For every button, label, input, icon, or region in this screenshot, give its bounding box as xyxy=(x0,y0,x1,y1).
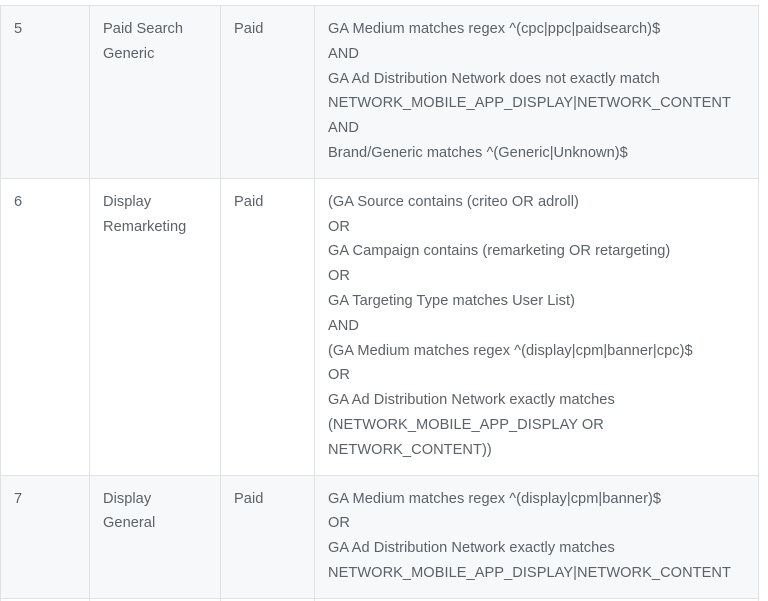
rule-line: GA Medium matches regex ^(display|cpm|ba… xyxy=(328,490,662,507)
rule-line: AND xyxy=(328,317,359,334)
cell-channel-type: Paid xyxy=(220,598,315,601)
cell-channel-type: Paid xyxy=(220,178,315,476)
channel-name-line: General xyxy=(103,515,156,532)
rule-line: NETWORK_MOBILE_APP_DISPLAY|NETWORK_CONTE… xyxy=(328,564,731,581)
cell-channel-type: Paid xyxy=(220,5,315,179)
rule-line: GA Medium matches regex ^(cpc|ppc|paidse… xyxy=(328,21,661,37)
rule-line: GA Campaign contains (remarketing OR ret… xyxy=(328,243,671,260)
rule-line: AND xyxy=(328,45,359,62)
channel-name-line: Display xyxy=(103,490,152,507)
rule-line: OR xyxy=(328,268,350,285)
rule-line: (GA Medium matches regex ^(display|cpm|b… xyxy=(328,342,693,359)
cell-row-id: 5 xyxy=(0,5,90,179)
channel-name-line: Generic xyxy=(103,45,155,62)
cell-rule-definition: GA Medium matches regex ^(cpc|ppc|paidse… xyxy=(314,5,759,179)
rule-line: OR xyxy=(328,515,350,532)
cell-row-id: 8 xyxy=(0,598,90,601)
rule-line: NETWORK_CONTENT)) xyxy=(328,441,492,458)
rule-line: (NETWORK_MOBILE_APP_DISPLAY OR xyxy=(328,416,604,433)
cell-row-id: 6 xyxy=(0,178,90,476)
rule-line: AND xyxy=(328,120,359,137)
rule-line: GA Targeting Type matches User List) xyxy=(328,292,576,309)
rule-line: GA Ad Distribution Network does not exac… xyxy=(328,70,660,87)
channel-name-line: Remarketing xyxy=(103,218,187,235)
table-row: 8VideoPaidGA Medium matches regex ^(vide… xyxy=(0,598,759,601)
rule-line: GA Ad Distribution Network exactly match… xyxy=(328,392,615,409)
rule-line: GA Ad Distribution Network exactly match… xyxy=(328,540,615,557)
cell-rule-definition: GA Medium matches regex ^(display|cpm|ba… xyxy=(314,475,759,599)
channel-name-line: Paid Search xyxy=(103,21,184,37)
rule-line: Brand/Generic matches ^(Generic|Unknown)… xyxy=(328,144,628,161)
cell-channel-type: Paid xyxy=(220,475,315,599)
cell-channel-name: Video xyxy=(89,598,221,601)
rule-line: OR xyxy=(328,218,350,235)
cell-row-id: 7 xyxy=(0,475,90,599)
channel-name-line: Display xyxy=(103,193,152,210)
rule-line: (GA Source contains (criteo OR adroll) xyxy=(328,193,579,210)
rule-line: OR xyxy=(328,367,350,384)
rule-line: NETWORK_MOBILE_APP_DISPLAY|NETWORK_CONTE… xyxy=(328,95,731,112)
cell-rule-definition: (GA Source contains (criteo OR adroll) OR… xyxy=(314,178,759,476)
cell-rule-definition: GA Medium matches regex ^(video)$ xyxy=(314,598,759,601)
